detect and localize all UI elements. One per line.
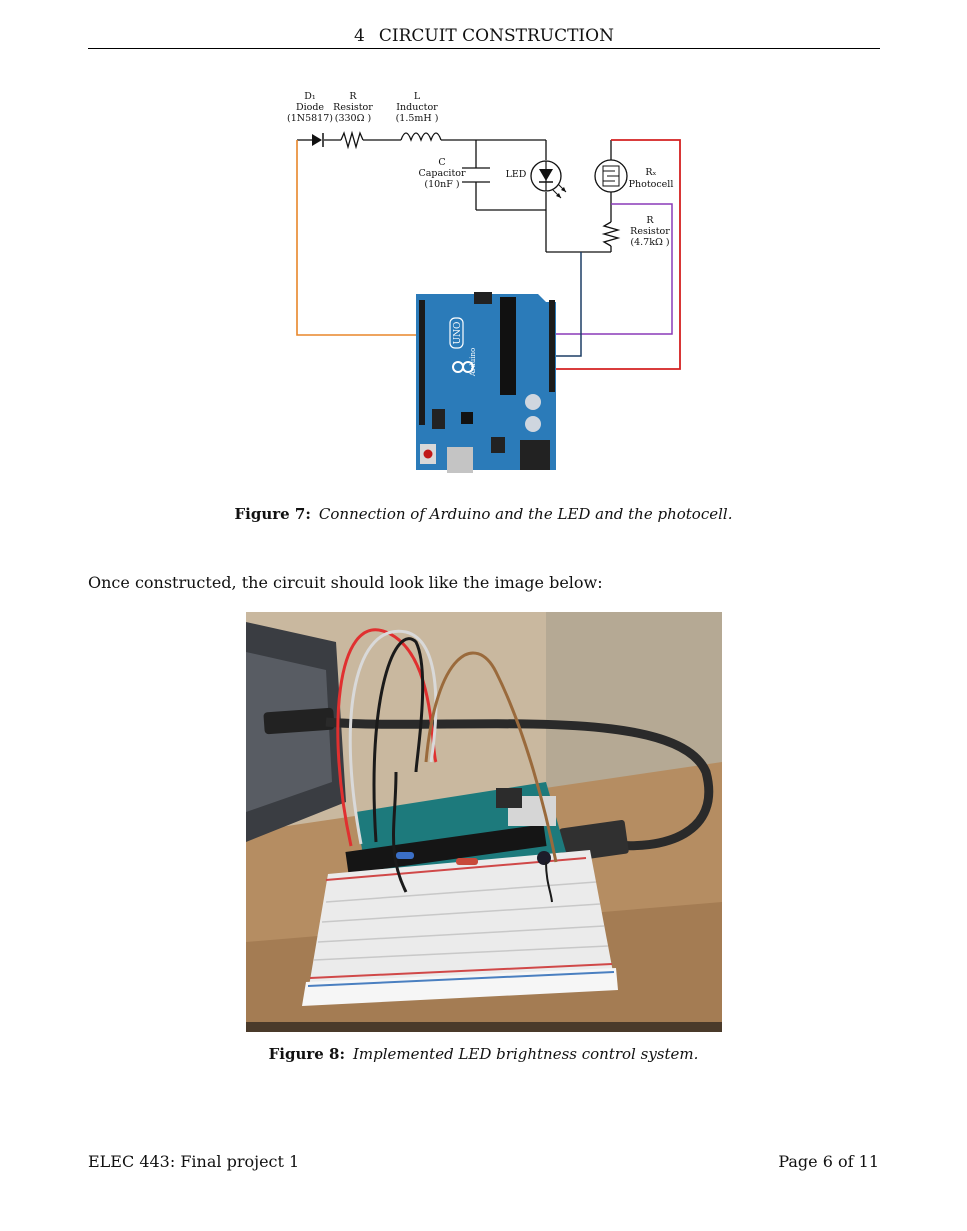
footer-course: ELEC 443: Final project 1 [88, 1152, 300, 1171]
navy-wire [553, 252, 582, 357]
body-paragraph: Once constructed, the circuit should loo… [88, 573, 603, 592]
circuit-diagram: D₁ Diode (1N5817) R Resistor (330Ω ) L I… [287, 91, 681, 473]
resistor2-symbol: R [646, 215, 654, 226]
figure7-label: Figure 7: [234, 505, 311, 523]
diode-symbol: D₁ [304, 91, 316, 102]
diode-symbol-shape [312, 133, 324, 147]
photocell-symbol: Rₓ [645, 167, 656, 178]
figure8-caption-text: Implemented LED brightness control syste… [353, 1045, 699, 1063]
inductor-value: (1.5mH ) [396, 113, 439, 124]
diode-name: Diode [296, 102, 324, 113]
orange-wire [296, 140, 418, 336]
diode-value: (1N5817) [287, 113, 333, 124]
resistor2-name: Resistor [630, 226, 670, 237]
board-brand: Arduino [469, 348, 477, 377]
arduino-board: UNO Arduino [416, 292, 556, 473]
board-logo-text: UNO [453, 322, 463, 345]
figure8-label: Figure 8: [268, 1045, 345, 1063]
section-title: CIRCUIT CONSTRUCTION [378, 26, 614, 46]
resistor1-value: (330Ω ) [335, 113, 371, 124]
resistor2-symbol-shape [601, 221, 621, 247]
figure7-caption: Figure 7: Connection of Arduino and the L… [0, 505, 967, 523]
breadboard-photo [246, 612, 722, 1032]
purple-wire [553, 203, 673, 335]
capacitor-name: Capacitor [418, 168, 466, 179]
section-number: 4 [354, 26, 365, 46]
photocell-symbol [594, 159, 628, 193]
footer-page-number: Page 6 of 11 [778, 1152, 879, 1171]
photocell-name: Photocell [629, 179, 674, 190]
inductor-symbol-shape [400, 132, 442, 142]
led-symbol [530, 160, 567, 199]
inductor-name: Inductor [396, 102, 438, 113]
led-label: LED [506, 169, 527, 180]
figure8-caption: Figure 8: Implemented LED brightness cont… [0, 1045, 967, 1063]
resistor1-symbol-shape [340, 130, 364, 150]
resistor1-symbol: R [349, 91, 357, 102]
resistor1-name: Resistor [333, 102, 373, 113]
resistor2-value: (4.7kΩ ) [630, 237, 669, 248]
inductor-symbol: L [414, 91, 421, 102]
red-wire [553, 139, 681, 370]
running-header: 4 CIRCUIT CONSTRUCTION [88, 22, 880, 49]
capacitor-symbol: C [438, 157, 445, 168]
figure7-caption-text: Connection of Arduino and the LED and th… [318, 505, 733, 523]
capacitor-value: (10nF ) [424, 179, 459, 190]
